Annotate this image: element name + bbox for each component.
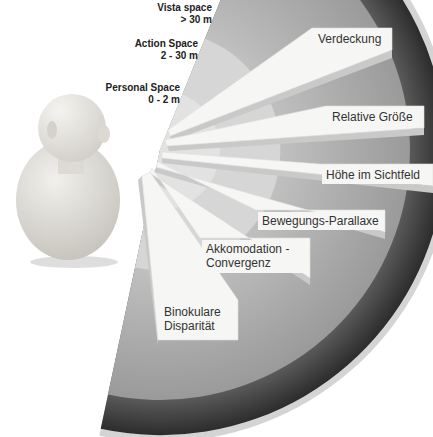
depth-cue-slab: Höhe im Sichtfeld [322,166,424,184]
space-label: Action Space 2 - 30 m [128,38,198,61]
slab-sides [138,50,433,347]
cue-label: Binokulare Disparität [164,305,230,334]
space-label: Personal Space 0 - 2 m [100,82,180,105]
cue-label: Verdeckung [318,32,381,46]
vista-band [101,0,433,435]
depth-cue-slab: Relative Größe [328,108,417,126]
depth-cue-slab: Bewegungs-Parallaxe [258,212,383,230]
depth-cue-slab: Verdeckung [314,30,385,48]
space-range-text: Personal Space 0 - 2 m [100,82,180,105]
cue-label: Höhe im Sichtfeld [326,168,420,182]
head-figure [16,94,120,268]
space-range-text: Action Space 2 - 30 m [128,38,198,61]
slab-tops [142,28,433,340]
cue-label: Relative Größe [332,110,413,124]
cue-label: Bewegungs-Parallaxe [262,214,379,228]
space-label: Vista space > 30 m [150,2,212,25]
depth-cue-slab: Akkomodation - Convergenz [202,240,308,273]
fan-rim [99,0,433,437]
depth-cue-slab: Binokulare Disparität [160,303,234,336]
action-band [108,0,410,400]
space-range-text: Vista space > 30 m [150,2,212,25]
cue-label: Akkomodation - Convergenz [206,242,304,271]
